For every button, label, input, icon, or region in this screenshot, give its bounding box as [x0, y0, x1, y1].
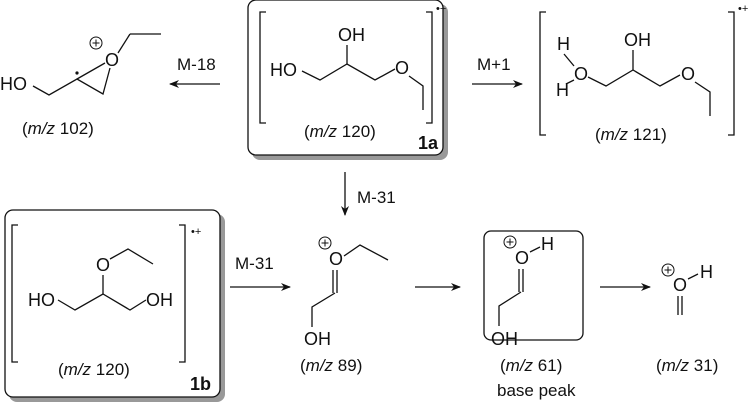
arrow-label-m18: M-18 — [177, 55, 216, 74]
radical-cation: •+ — [738, 3, 748, 15]
bond — [76, 62, 106, 80]
bracket-right — [426, 11, 433, 124]
mz-label: (m/z 61) — [500, 356, 562, 375]
atom-oh: OH — [338, 25, 365, 45]
radical-cation: •+ — [191, 226, 201, 238]
mz-label-unit: m/z — [662, 356, 690, 375]
bond — [498, 291, 522, 326]
base-peak-label: base peak — [497, 381, 576, 400]
plus-charge-icon — [318, 236, 332, 250]
mz-label-unit: m/z — [506, 356, 534, 375]
mz-label: (m/z 102) — [22, 119, 94, 138]
atom-o: O — [395, 58, 409, 78]
atom-oh: OH — [304, 329, 331, 349]
bond — [529, 246, 541, 253]
bond — [109, 248, 154, 265]
mz-label-open: ( — [500, 356, 506, 375]
bond — [563, 53, 575, 67]
mz-label-value: 102) — [55, 119, 94, 138]
arrow-label-m31-right: M-31 — [235, 254, 274, 273]
compound-id: 1a — [418, 133, 439, 153]
compound-mz121: •+ H H O OH O (m/z 121) — [539, 3, 748, 144]
atom-o: O — [574, 64, 588, 84]
compound-mz31: O H (m/z 31) — [656, 262, 718, 375]
atom-oh: OH — [491, 329, 518, 349]
atom-oh: OH — [624, 30, 651, 50]
plus-charge-icon — [661, 263, 675, 277]
bracket-left — [11, 224, 18, 363]
atom-o: O — [515, 248, 529, 268]
mz-label-open: ( — [656, 356, 662, 375]
mz-label: (m/z 120) — [58, 360, 130, 379]
mz-label-open: ( — [300, 356, 306, 375]
mz-label-value: 121) — [628, 125, 667, 144]
mz-label-value: 61) — [533, 356, 562, 375]
bond — [32, 67, 111, 96]
atom-h: H — [700, 262, 713, 282]
arrow-label-m-plus-1: M+1 — [477, 55, 511, 74]
mz-label-unit: m/z — [28, 119, 56, 138]
bond — [117, 33, 131, 54]
mz-label-unit: m/z — [310, 122, 338, 141]
compound-1a: •+ HO OH O (m/z 120) 1a — [247, 0, 448, 160]
atom-o: O — [673, 275, 687, 295]
bond — [687, 273, 699, 280]
atom-h: H — [556, 80, 569, 100]
mz-label: (m/z 121) — [595, 125, 667, 144]
mz-label: (m/z 120) — [304, 122, 376, 141]
atom-o: O — [329, 249, 343, 269]
radical-dot — [75, 71, 79, 75]
atom-ho: HO — [270, 60, 297, 80]
bond — [565, 79, 575, 85]
bracket-right — [179, 224, 186, 363]
atom-oh: OH — [146, 290, 173, 310]
bracket-right — [728, 11, 735, 136]
arrow-label-m31-down: M-31 — [357, 188, 396, 207]
bond — [408, 75, 424, 110]
atom-o: O — [96, 255, 110, 275]
radical-cation: •+ — [436, 3, 446, 15]
atom-o: O — [681, 64, 695, 84]
mz-label-unit: m/z — [601, 125, 629, 144]
mz-label-value: 31) — [689, 356, 718, 375]
compound-mz102: HO O (m/z 102) — [0, 33, 161, 138]
atom-o: O — [105, 50, 119, 70]
highlight-box — [4, 209, 221, 398]
bond — [343, 244, 389, 261]
plus-charge-icon — [89, 36, 103, 50]
mz-label: (m/z 89) — [300, 356, 362, 375]
highlight-box — [483, 230, 584, 341]
mz-label-open: ( — [22, 119, 28, 138]
compound-mz89: O OH (m/z 89) — [300, 236, 389, 375]
compound-1b: •+ HO O OH (m/z 120) 1b — [4, 209, 225, 402]
atom-h: H — [541, 234, 554, 254]
plus-charge-icon — [503, 235, 517, 249]
compound-mz61: O H OH (m/z 61) base peak — [483, 230, 584, 400]
mz-label-value: 120) — [91, 360, 130, 379]
mz-label-unit: m/z — [64, 360, 92, 379]
bond — [311, 292, 336, 327]
mz-label-open: ( — [304, 122, 310, 141]
atom-ho: HO — [0, 74, 27, 94]
mz-label-value: 120) — [337, 122, 376, 141]
compound-id: 1b — [190, 374, 211, 394]
atom-ho: HO — [28, 290, 55, 310]
bracket-left — [539, 11, 546, 136]
mz-label-unit: m/z — [306, 356, 334, 375]
mz-label-open: ( — [595, 125, 601, 144]
mz-label-value: 89) — [333, 356, 362, 375]
highlight-box — [247, 0, 444, 156]
mz-label: (m/z 31) — [656, 356, 718, 375]
bond — [694, 81, 711, 116]
bond — [587, 69, 681, 87]
bracket-left — [259, 11, 266, 124]
mz-label-open: ( — [58, 360, 64, 379]
atom-h: H — [557, 34, 570, 54]
